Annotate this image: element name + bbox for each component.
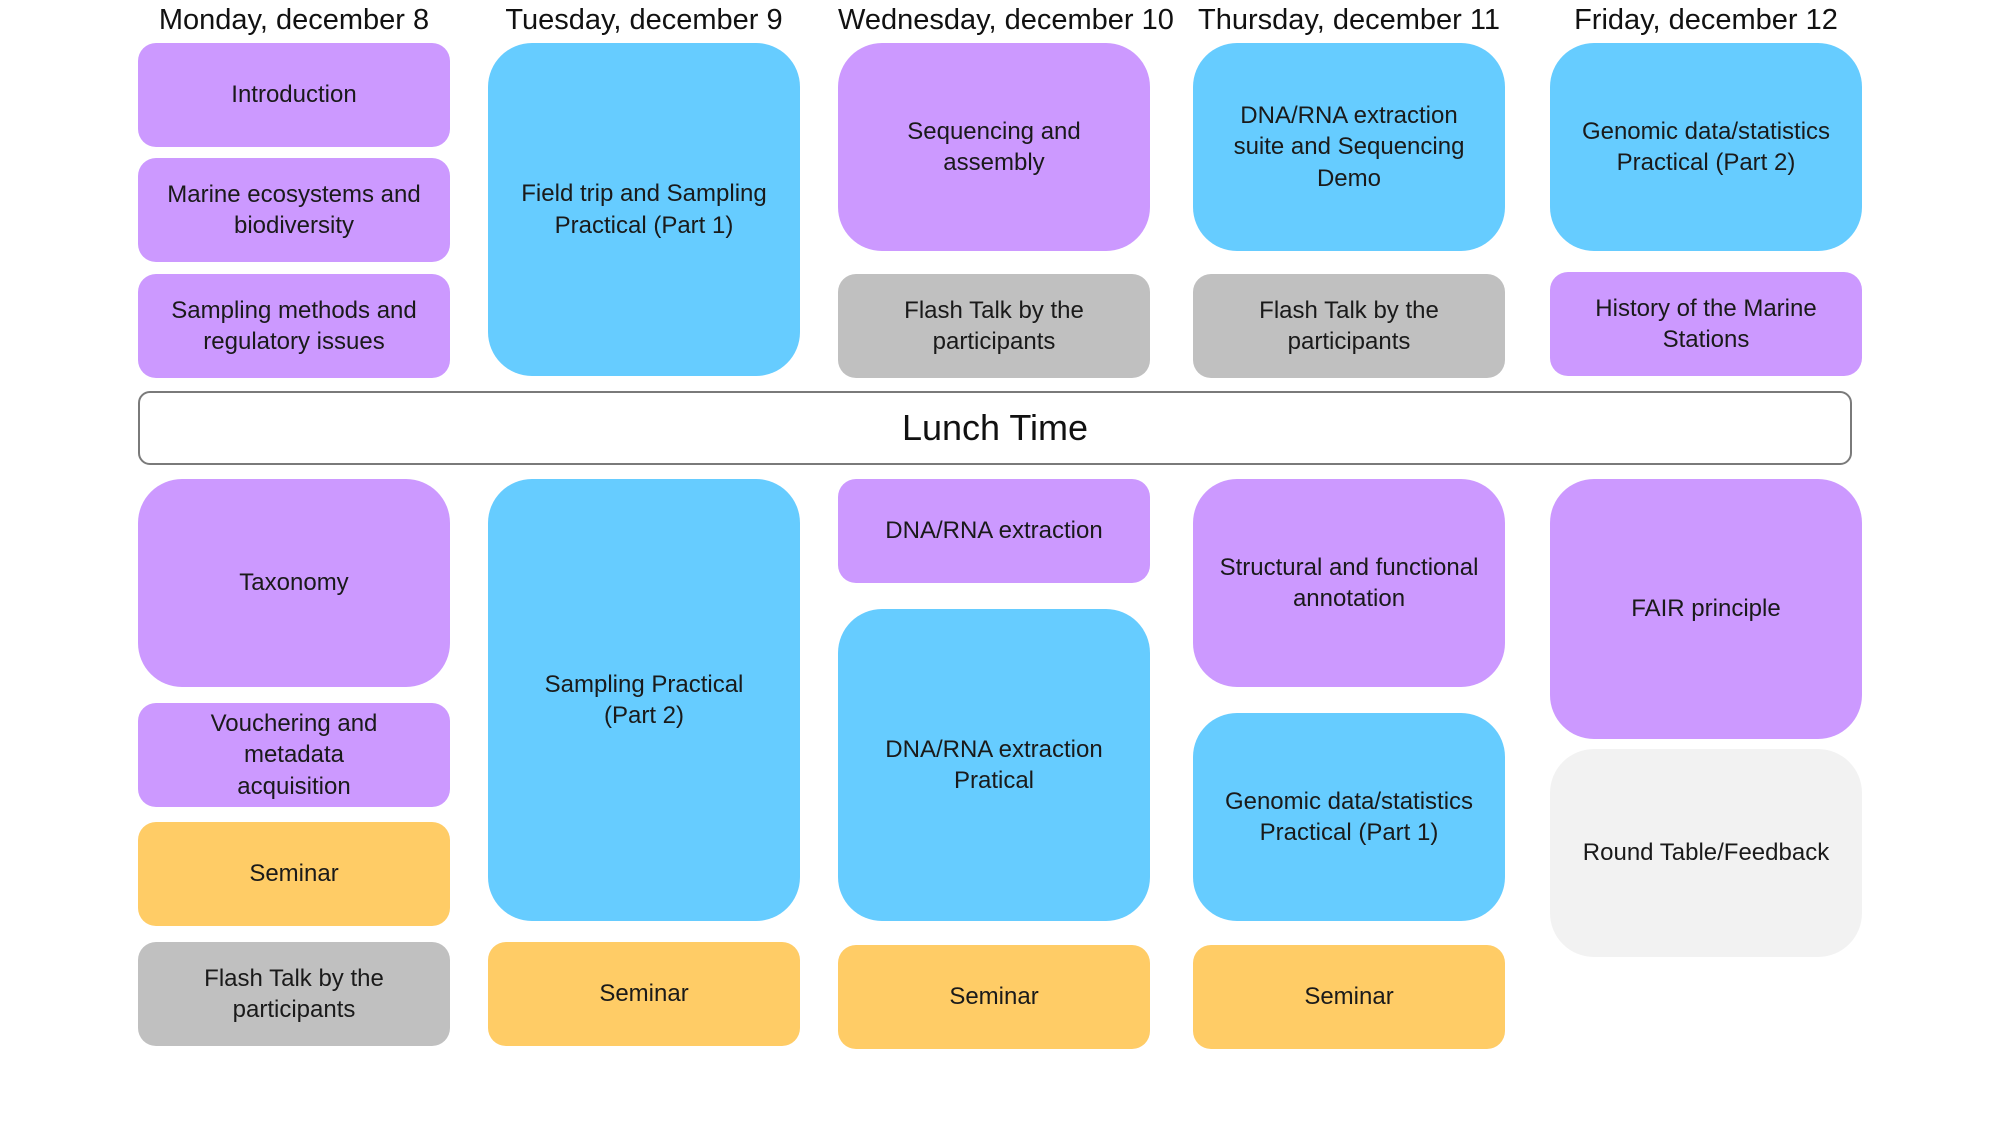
session-genomic-practical-part2: Genomic data/statistics Practical (Part …	[1550, 43, 1862, 251]
day-header-thursday: Thursday, december 11	[1198, 4, 1500, 36]
session-sequencing-assembly: Sequencing and assembly	[838, 43, 1150, 251]
session-seminar-wednesday: Seminar	[838, 945, 1150, 1049]
day-header-wednesday: Wednesday, december 10	[838, 4, 1174, 36]
session-history-marine-stations: History of the Marine Stations	[1550, 272, 1862, 376]
day-header-monday: Monday, december 8	[158, 4, 430, 36]
session-extraction-practical: DNA/RNA extraction Pratical	[838, 609, 1150, 921]
session-taxonomy: Taxonomy	[138, 479, 450, 687]
session-seminar-monday: Seminar	[138, 822, 450, 926]
session-flash-talk-thursday: Flash Talk by the participants	[1193, 274, 1505, 378]
session-extraction-suite-demo: DNA/RNA extraction suite and Sequencing …	[1193, 43, 1505, 251]
session-introduction: Introduction	[138, 43, 450, 147]
session-seminar-thursday: Seminar	[1193, 945, 1505, 1049]
day-header-tuesday: Tuesday, december 9	[505, 4, 783, 36]
session-seminar-tuesday: Seminar	[488, 942, 800, 1046]
session-genomic-practical-part1: Genomic data/statistics Practical (Part …	[1193, 713, 1505, 921]
session-round-table-feedback: Round Table/Feedback	[1550, 749, 1862, 957]
session-marine-ecosystems: Marine ecosystems and biodiversity	[138, 158, 450, 262]
session-fair-principle: FAIR principle	[1550, 479, 1862, 739]
lunch-time-banner: Lunch Time	[138, 391, 1852, 465]
session-field-trip: Field trip and Sampling Practical (Part …	[488, 43, 800, 376]
session-sampling-methods: Sampling methods and regulatory issues	[138, 274, 450, 378]
session-flash-talk-wednesday: Flash Talk by the participants	[838, 274, 1150, 378]
session-structural-annotation: Structural and functional annotation	[1193, 479, 1505, 687]
session-sampling-practical-part2: Sampling Practical (Part 2)	[488, 479, 800, 921]
day-header-friday: Friday, december 12	[1574, 4, 1838, 36]
session-vouchering: Vouchering and metadata acquisition	[138, 703, 450, 807]
session-flash-talk-monday: Flash Talk by the participants	[138, 942, 450, 1046]
session-dna-rna-extraction: DNA/RNA extraction	[838, 479, 1150, 583]
